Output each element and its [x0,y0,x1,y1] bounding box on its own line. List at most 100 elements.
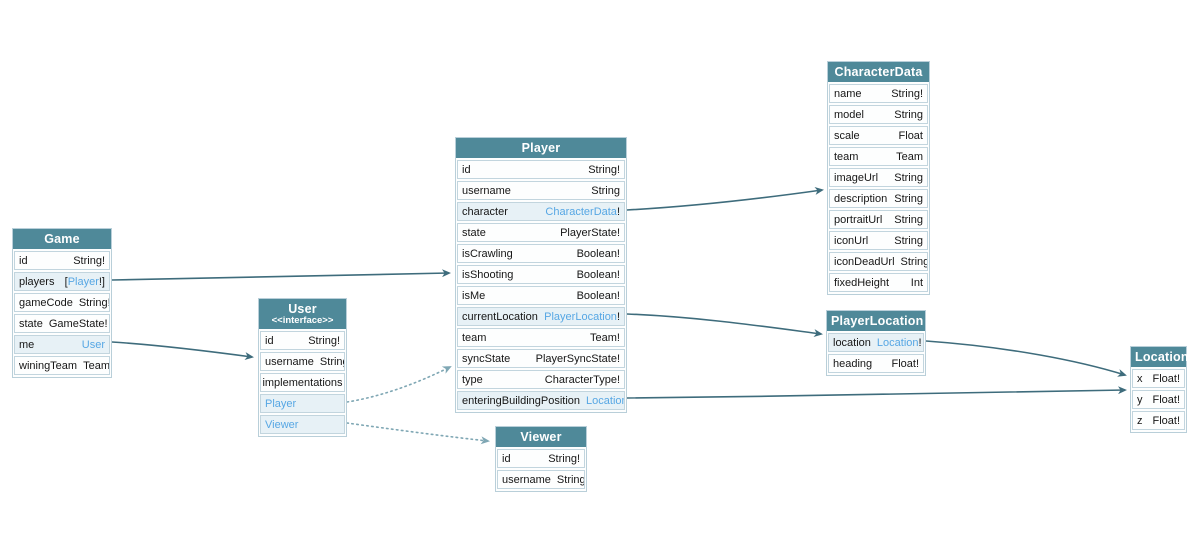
edge-player-enteringbuildingposition-to-location [626,386,1127,399]
field-type: String [319,355,344,368]
field-name: enteringBuildingPosition [462,394,581,407]
field-type: Team [896,150,923,163]
type-link-location[interactable]: Location [876,336,919,349]
field-name: iconDeadUrl [834,255,895,268]
table-title-player[interactable]: Player [456,138,626,158]
field-type: String [591,184,620,197]
table-title-viewer[interactable]: Viewer [496,427,586,447]
field-row-id[interactable]: id String! [457,160,625,179]
field-row-icondeadurl[interactable]: iconDeadUrl String [829,252,928,271]
field-row-username[interactable]: username String [457,181,625,200]
field-name: imageUrl [834,171,879,184]
table-title-user[interactable]: User<<interface>> [259,299,346,329]
field-type: String! [308,334,340,347]
type-link-user[interactable]: User [81,338,105,351]
field-row-fixedheight[interactable]: fixedHeight Int [829,273,928,292]
implementation-row-viewer[interactable]: Viewer [260,415,345,434]
field-type: String! [588,163,620,176]
type-link-characterdata[interactable]: CharacterData [545,205,617,218]
field-type: String [900,255,928,268]
type-link-viewer[interactable]: Viewer [265,418,299,431]
edge-playerlocation-location-to-location [925,340,1127,377]
table-title-characterdata[interactable]: CharacterData [828,62,929,82]
field-name: name [834,87,862,100]
field-name: character [462,205,508,218]
field-row-character[interactable]: character CharacterData! [457,202,625,221]
field-type: PlayerLocation! [544,310,620,323]
field-name: currentLocation [462,310,538,323]
type-link-player[interactable]: Player [265,397,297,410]
field-type: String! [891,87,923,100]
field-name: state [462,226,486,239]
implementation-row-player[interactable]: Player [260,394,345,413]
section-row-implementations[interactable]: implementations [260,373,345,392]
field-type: String [556,473,585,486]
type-link-playerlocation[interactable]: PlayerLocation [544,310,617,323]
field-name: isMe [462,289,486,302]
field-type: String [894,171,923,184]
type-link-location[interactable]: Location [586,394,625,407]
table-title-game[interactable]: Game [13,229,111,249]
table-title-playerlocation[interactable]: PlayerLocation [827,311,925,331]
field-name: id [462,163,471,176]
field-row-imageurl[interactable]: imageUrl String [829,168,928,187]
edge-player-currentlocation-to-playerlocation [626,313,823,338]
field-name: isShooting [462,268,514,281]
field-name: location [833,336,871,349]
field-name: iconUrl [834,234,869,247]
field-name: username [265,355,314,368]
table-title-label: Location [1135,350,1189,364]
table-title-label: PlayerLocation [831,314,924,328]
field-type: CharacterData! [545,205,620,218]
field-name: id [502,452,511,465]
edge-game-players-to-player [111,269,451,281]
field-name: gameCode [19,296,73,309]
field-name: state [19,317,43,330]
field-row-enteringbuildingposition[interactable]: enteringBuildingPosition Location [457,391,625,410]
field-type: Int [910,276,923,289]
type-link-player[interactable]: Player [67,275,99,288]
field-row-currentlocation[interactable]: currentLocation PlayerLocation! [457,307,625,326]
field-type: Float! [1152,414,1180,427]
table-title-location[interactable]: Location [1131,347,1189,367]
field-name: id [19,254,28,267]
field-row-name[interactable]: name String! [829,84,928,103]
field-name: username [462,184,511,197]
field-row-players[interactable]: players[Player!] [14,272,110,291]
field-type: Float [898,129,923,142]
field-type: Boolean! [576,247,620,260]
field-name: fixedHeight [834,276,890,289]
field-row-username[interactable]: username String [260,352,345,371]
